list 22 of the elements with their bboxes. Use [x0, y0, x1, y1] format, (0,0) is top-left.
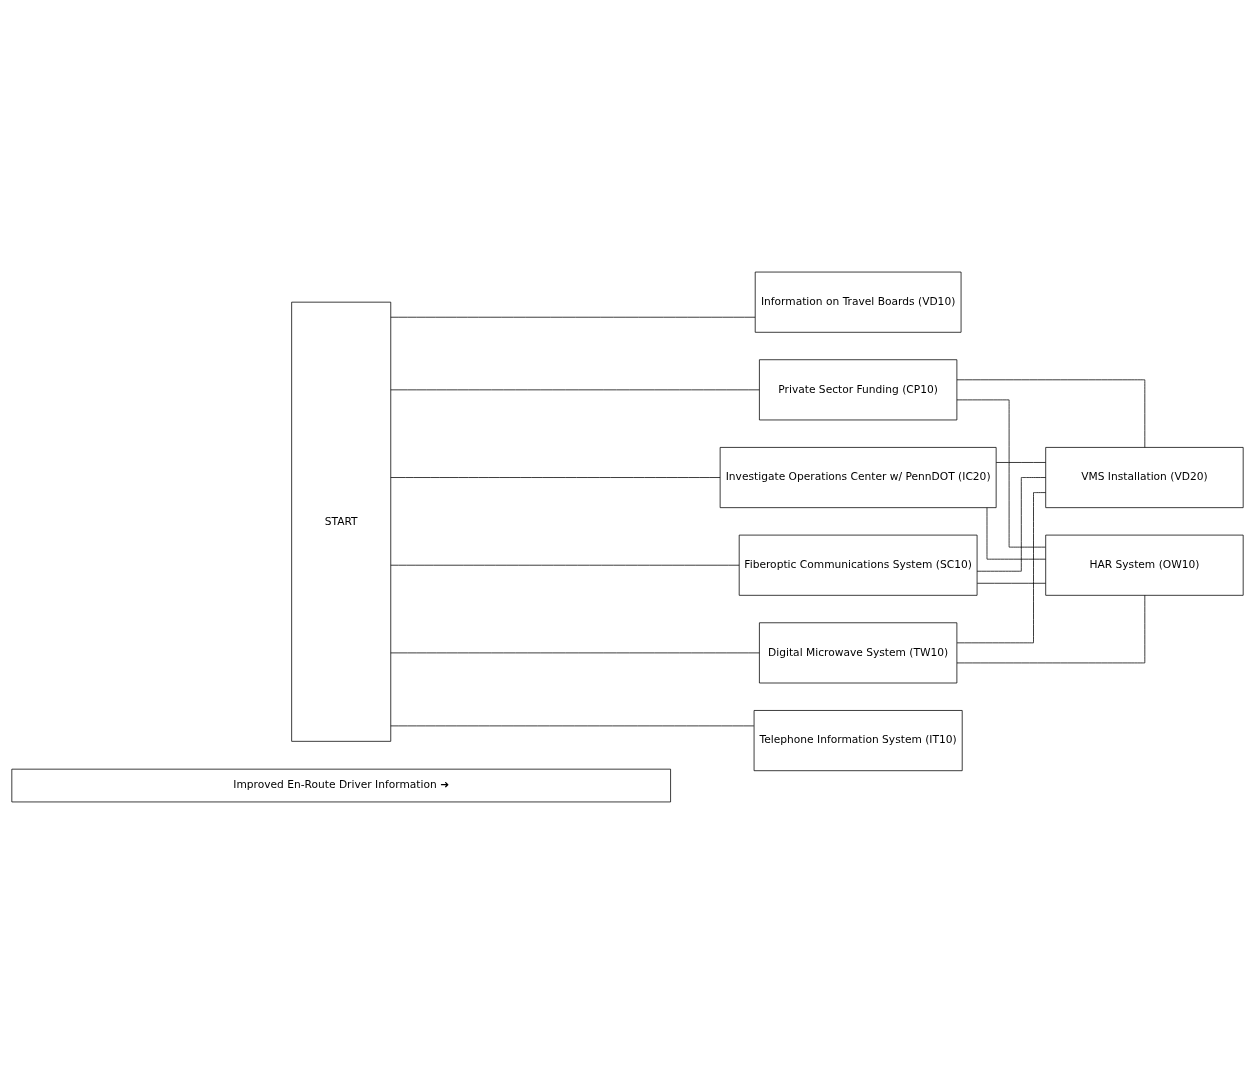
connector: [986, 506, 1046, 560]
connector: [956, 491, 1046, 643]
connector: [390, 388, 760, 390]
connector: [976, 582, 1046, 584]
connector: [956, 594, 1146, 663]
node-box: START: [291, 301, 392, 742]
connector: [976, 476, 1046, 572]
node-box: Private Sector Funding (CP10): [759, 358, 958, 420]
node-box: Fiberoptic Communications System (SC10): [738, 534, 978, 596]
node-box: VMS Installation (VD20): [1045, 446, 1244, 508]
connector: [995, 461, 1046, 463]
node-box: Investigate Operations Center w/ PennDOT (IC20): [719, 446, 997, 508]
connector: [390, 476, 721, 478]
connector: [956, 378, 1146, 448]
connector: [956, 399, 1046, 547]
node-box: Telephone Information System (IT10): [753, 709, 963, 771]
node-box: Digital Microwave System (TW10): [759, 621, 958, 683]
connector: [390, 316, 756, 318]
node-box: HAR System (OW10): [1045, 534, 1244, 596]
node-box: Improved En-Route Driver Information ➜: [11, 768, 671, 802]
connector: [390, 652, 760, 653]
node-box: Information on Travel Boards (VD10): [754, 271, 962, 333]
